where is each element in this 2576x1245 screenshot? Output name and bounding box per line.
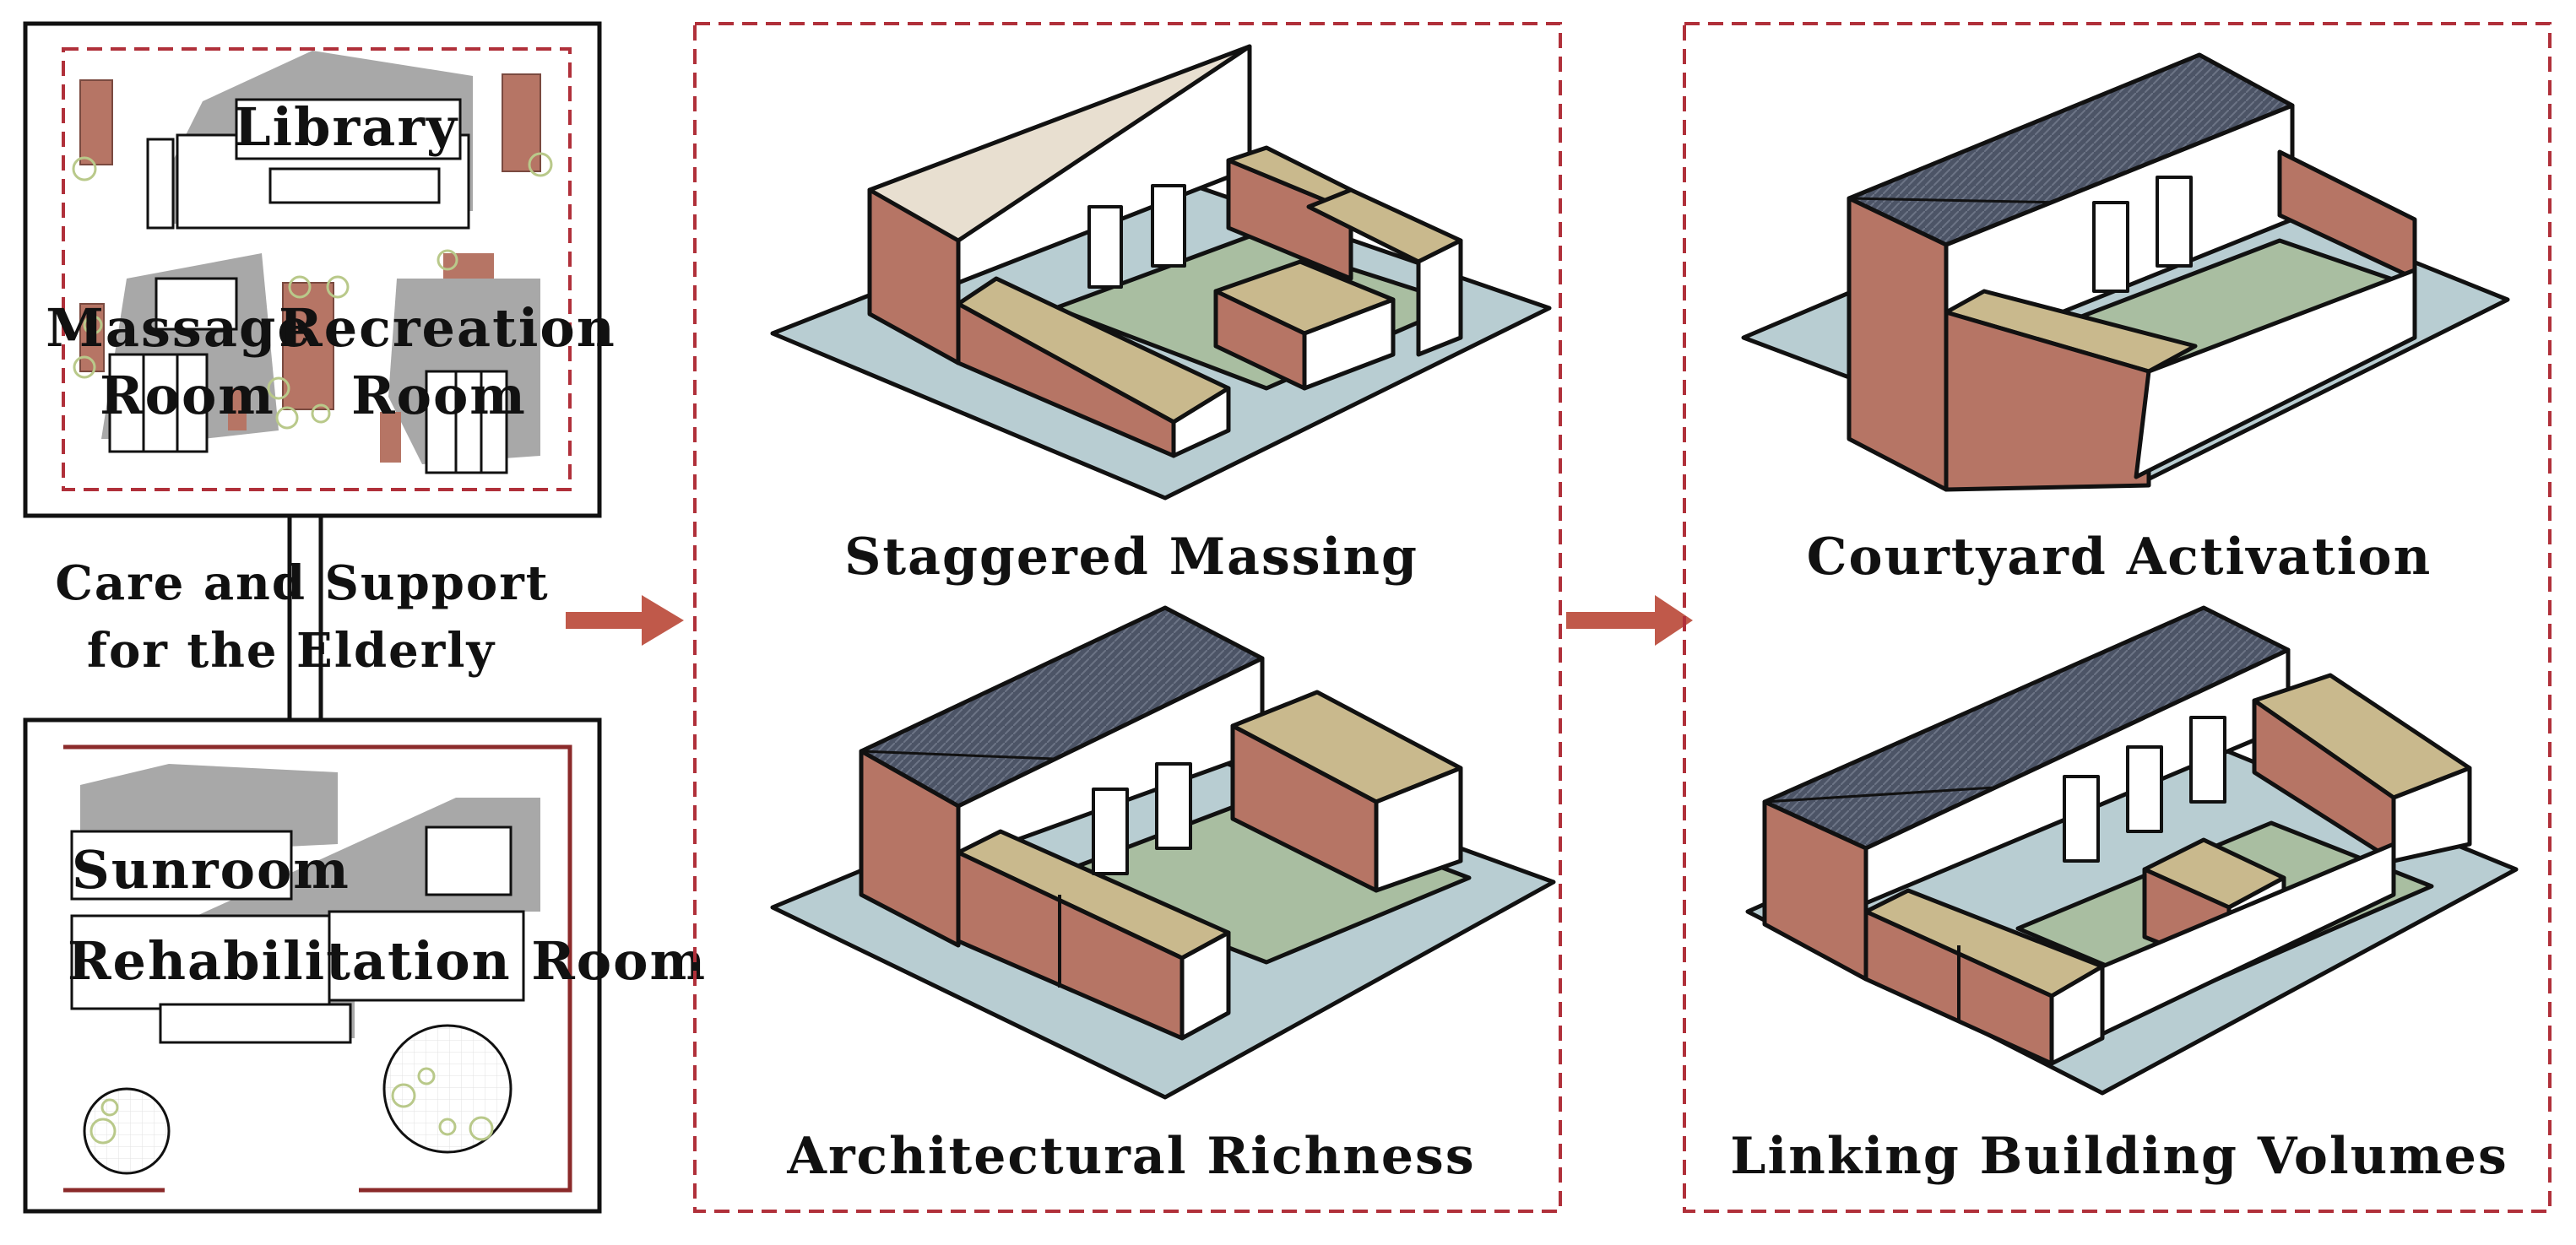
rehab-lower-block	[159, 1003, 352, 1044]
library-label: Library	[234, 96, 458, 158]
massage-label-line2: Room	[100, 365, 275, 426]
massage-room-block	[155, 277, 238, 331]
massage-room-block	[108, 353, 209, 453]
library-upper-block	[235, 98, 462, 160]
garden-circle	[83, 1087, 171, 1175]
recreation-label-line2: Room	[351, 365, 527, 426]
caption-courtyard-activation: Courtyard Activation	[1807, 528, 2432, 587]
model-courtyard-activation	[1741, 52, 2510, 492]
recreation-room-block	[425, 370, 508, 474]
library-inner-block	[268, 167, 441, 204]
massage-label-line1: Massage	[46, 297, 312, 359]
connector-label-line2: for the Elderly	[87, 623, 496, 679]
rehab-label: Rehabilitation Room	[68, 930, 707, 992]
recreation-label-line1: Recreation	[279, 297, 616, 359]
caption-staggered-massing: Staggered Massing	[844, 528, 1418, 587]
plan-connector: Care and Support for the Elderly	[55, 516, 549, 720]
bottom-floor-plan: Sunroom Rehabilitation Room	[23, 717, 707, 1214]
brick-wall	[228, 388, 247, 430]
garden-circle	[382, 1024, 512, 1154]
caption-linking-building-volumes: Linking Building Volumes	[1730, 1127, 2508, 1186]
sunroom-block	[70, 830, 293, 901]
arrow-right-icon	[1566, 595, 1693, 646]
rehab-block	[328, 910, 525, 1002]
connector-label-line1: Care and Support	[55, 555, 549, 611]
model-linking-volumes	[1745, 605, 2519, 1096]
rehab-block	[70, 914, 331, 1010]
brick-wall	[443, 253, 494, 279]
small-block	[425, 825, 512, 896]
tree-icon	[72, 152, 553, 430]
bottom-plan-boundary	[63, 744, 572, 1193]
model-architectural-richness	[770, 605, 1556, 1100]
top-floor-plan: Library Massage Room Recreation Room	[23, 21, 616, 518]
sunroom-label: Sunroom	[72, 839, 350, 901]
brick-wall	[79, 79, 113, 165]
brick-wall	[502, 73, 541, 172]
library-side-block	[146, 138, 175, 230]
panel2-dashed-frame	[693, 22, 1562, 1213]
caption-architectural-richness: Architectural Richness	[786, 1127, 1475, 1186]
brick-wall	[380, 412, 401, 463]
panel3-dashed-frame	[1683, 22, 2552, 1213]
panel-massing-strategies: Staggered Massing Architectural Richness	[693, 22, 1562, 1213]
panel-spatial-outcomes: Courtyard Activation Linking Building Vo	[1683, 22, 2552, 1213]
model-staggered-massing	[770, 44, 1552, 501]
arrow-right-icon	[566, 595, 684, 646]
tree-icon	[89, 1067, 494, 1145]
